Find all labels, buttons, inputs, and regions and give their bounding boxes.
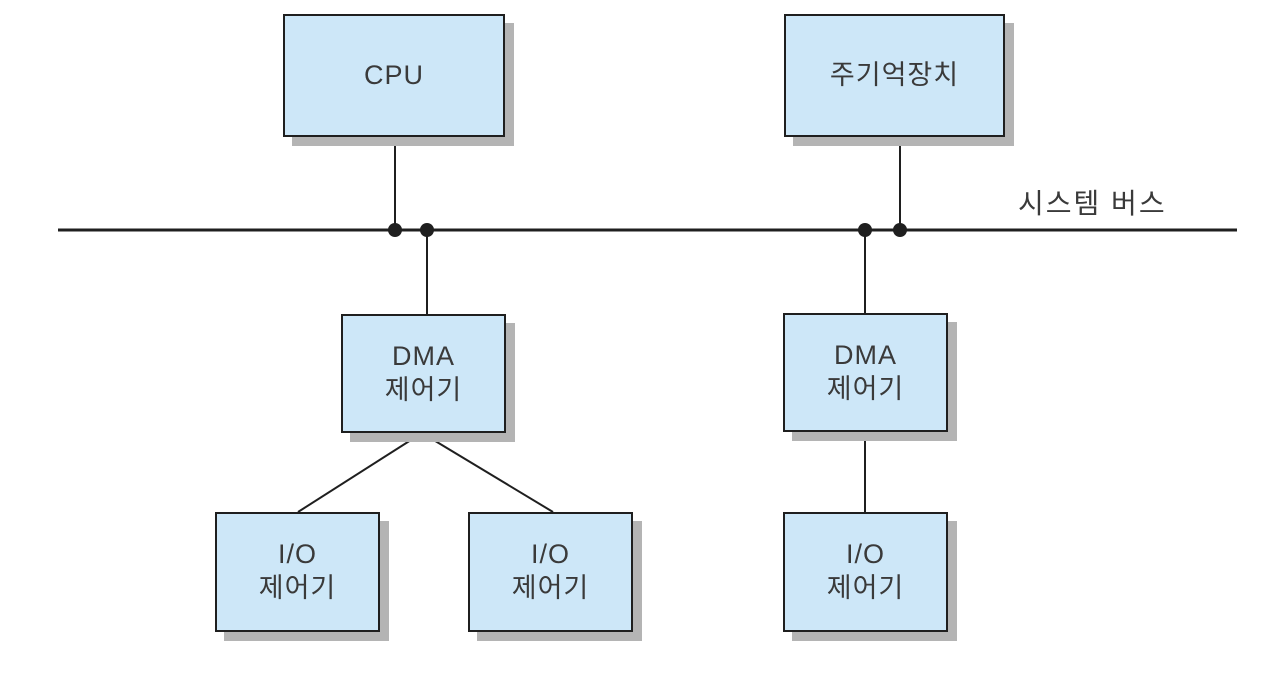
io-controller-left-label-line1: I/O <box>277 539 317 570</box>
io-controller-middle-label-line2: 제어기 <box>511 573 590 603</box>
bus-junction-dot-dma2 <box>858 223 872 237</box>
main-memory-node-label: 주기억장치 <box>829 59 960 90</box>
dma1-to-io2-connector <box>421 432 554 513</box>
bus-junction-dot-cpu <box>388 223 402 237</box>
io-controller-left-label-line2: 제어기 <box>258 573 337 603</box>
io-controller-middle-label-line1: I/O <box>530 539 570 570</box>
cpu-node-label: CPU <box>363 59 424 90</box>
main-memory-node: 주기억장치 <box>784 14 1005 137</box>
io-controller-right-label-line2: 제어기 <box>826 573 905 603</box>
bus-junction-dot-memory <box>893 223 907 237</box>
io-controller-right-label-line1: I/O <box>845 539 885 570</box>
cpu-node: CPU <box>283 14 505 137</box>
dma-controller-node-left: DMA 제어기 <box>341 314 506 433</box>
io-controller-node-right: I/O 제어기 <box>783 512 948 632</box>
io-controller-node-left: I/O 제어기 <box>215 512 380 632</box>
dma-controller-node-right: DMA 제어기 <box>783 313 948 432</box>
dma-controller-right-label-line2: 제어기 <box>826 373 905 404</box>
system-bus-label: 시스템 버스 <box>1018 188 1167 219</box>
dma-controller-left-label-line1: DMA <box>392 340 455 371</box>
dma-controller-right-label-line1: DMA <box>834 339 897 370</box>
dma-controller-left-label-line2: 제어기 <box>384 374 463 405</box>
dma1-to-io1-connector <box>297 432 423 513</box>
bus-junction-dot-dma1 <box>420 223 434 237</box>
io-controller-node-middle: I/O 제어기 <box>468 512 633 632</box>
